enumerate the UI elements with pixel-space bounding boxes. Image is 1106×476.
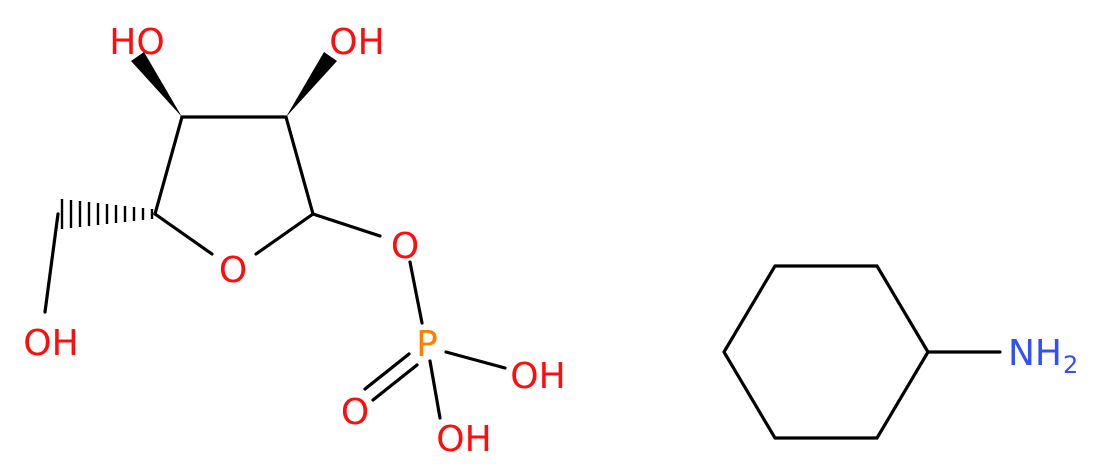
phosphate-oh-label: OH <box>510 356 565 397</box>
bond-c1-ester-o <box>311 212 382 238</box>
bond-c1-ring-o <box>254 212 315 256</box>
phosphorus-label: P <box>416 324 438 365</box>
ribose-phosphate-molecule: HO OH O O OH P OH O OH <box>23 22 565 460</box>
bond-c2-c1 <box>284 115 315 216</box>
amine-nh-label: NH <box>1008 333 1062 374</box>
wedge-bond-c3-oh <box>131 52 182 117</box>
ring-oxygen-label: O <box>219 250 247 291</box>
ester-oxygen-label: O <box>391 226 419 267</box>
bond-ring-o-c4 <box>153 212 214 256</box>
bond-c4-c3 <box>153 115 184 216</box>
oh-label-c2: OH <box>329 22 384 63</box>
ho-label-c3: HO <box>109 22 164 63</box>
wedge-bond-c2-oh <box>286 52 337 117</box>
cyclohexylamine-molecule: NH 2 <box>722 264 1078 440</box>
hydroxymethyl-oh-label: OH <box>23 323 78 364</box>
bond-p-oh <box>444 350 507 370</box>
cyclohexane-ring <box>722 264 930 440</box>
double-bond-p-o-a <box>363 352 411 391</box>
phosphate-oxo-label: O <box>341 392 369 433</box>
bond-ch2-oh <box>43 212 60 314</box>
hashed-bond-c4-ch2 <box>60 199 154 229</box>
amine-subscript-2: 2 <box>1063 351 1078 379</box>
bond-ester-o-p <box>408 260 424 325</box>
bond-p-oh-lower <box>428 359 442 420</box>
double-bond-p-o-b <box>371 363 419 402</box>
phosphate-oh-lower-label: OH <box>436 419 491 460</box>
